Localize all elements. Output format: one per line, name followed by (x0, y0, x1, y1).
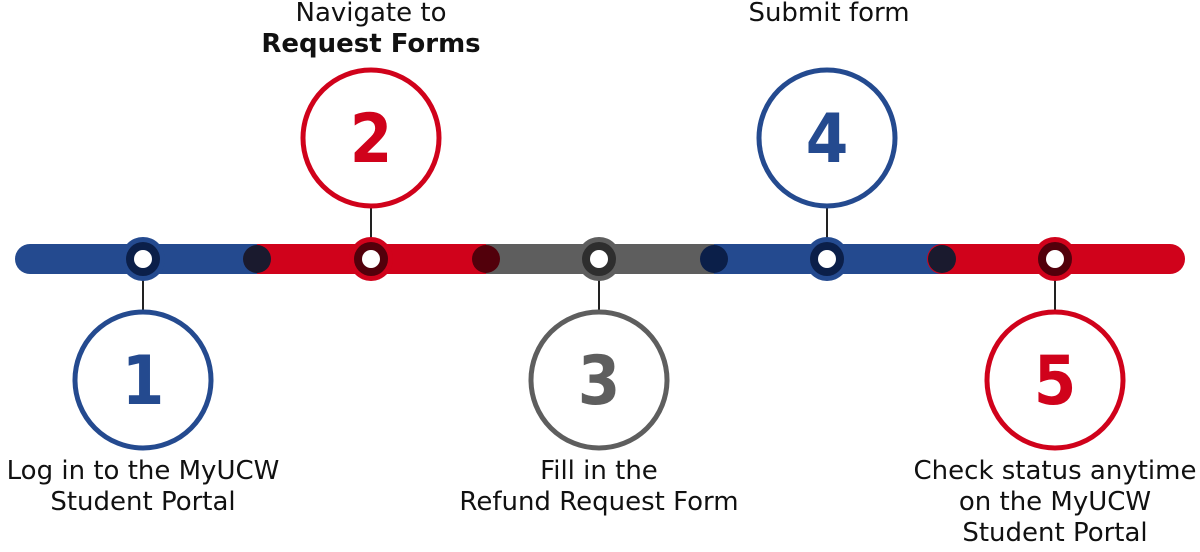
timeline-junction-2 (472, 245, 500, 273)
step-4-node-center (818, 250, 836, 268)
step-2-label-line-1: Navigate to (295, 0, 447, 28)
step-4-label-line-1: Submit form (748, 0, 910, 28)
step-4-number: 4 (806, 100, 849, 179)
step-3-circle (528, 309, 670, 451)
step-1-number: 1 (122, 342, 165, 421)
step-1-label-line-1: Log in to the MyUCW (6, 456, 280, 486)
step-4-circle (756, 67, 898, 209)
step-5-node-center (1046, 250, 1064, 268)
timeline-junction-1 (243, 245, 271, 273)
step-5-circle (984, 309, 1126, 451)
step-5-label: Check status anytime on the MyUCW Studen… (905, 456, 1200, 549)
step-2-label-line-2: Request Forms (261, 29, 481, 59)
step-5-label-line-3: Student Portal (962, 518, 1148, 548)
step-5-label-line-2: on the MyUCW (958, 487, 1152, 517)
step-5-label-line-1: Check status anytime (913, 456, 1197, 486)
step-1-label: Log in to the MyUCW Student Portal (0, 456, 286, 518)
step-3-label-line-2: Refund Request Form (459, 487, 739, 517)
timeline-junction-4 (928, 245, 956, 273)
step-2-node-center (362, 250, 380, 268)
step-5-number: 5 (1034, 342, 1077, 421)
step-1-circle (72, 309, 214, 451)
timeline-junction-3 (700, 245, 728, 273)
step-4-label: Submit form (679, 0, 979, 29)
step-2-number: 2 (350, 100, 393, 179)
step-1-label-line-2: Student Portal (50, 487, 236, 517)
step-3-label-line-1: Fill in the (540, 456, 658, 486)
step-2-circle (300, 67, 442, 209)
step-3-node-center (590, 250, 608, 268)
step-2-label: Navigate to Request Forms (221, 0, 521, 60)
step-3-label: Fill in the Refund Request Form (429, 456, 769, 518)
step-1-node-center (134, 250, 152, 268)
step-3-number: 3 (578, 342, 621, 421)
